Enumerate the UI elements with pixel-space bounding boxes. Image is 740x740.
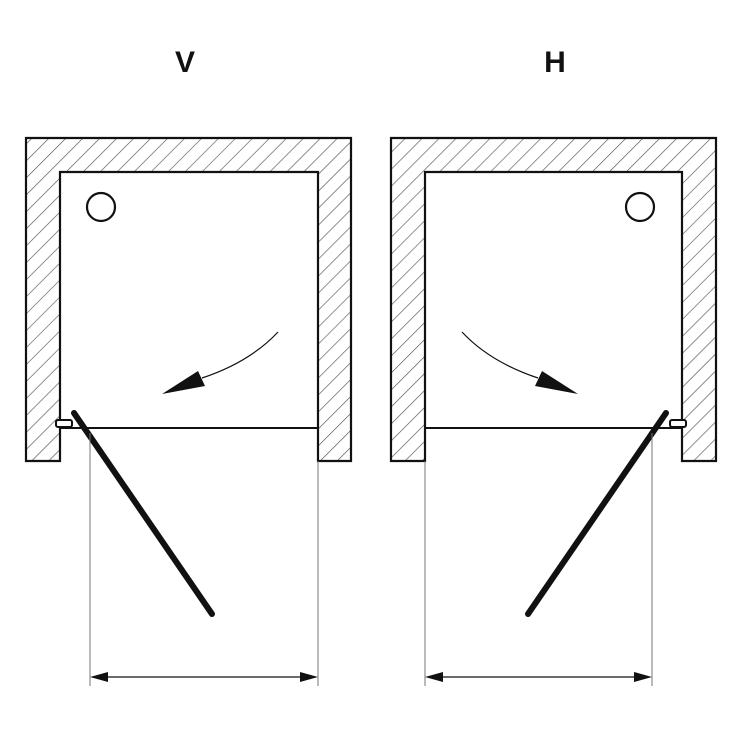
drain-icon [624,191,656,223]
variant-label-h: H [544,46,566,79]
door-panel [71,410,215,617]
arrowhead-icon [162,371,205,394]
diagram-h [389,136,718,686]
arrowhead-icon [535,371,578,394]
hinge-icon [669,419,687,428]
dimension-arrow-left-icon [425,672,443,682]
swing-arc-arrow [461,331,539,379]
wall-hatched-h [389,136,718,463]
dimension-arrow-left-icon [90,672,108,682]
wall-hatched-v [24,136,353,463]
swing-arc-arrow [201,331,279,379]
door-panel [525,410,669,617]
variant-label-v: V [174,46,195,79]
drain-icon [85,191,117,223]
hinge-icon [55,419,73,428]
dimension-arrow-right-icon [300,672,318,682]
dimension-arrow-right-icon [634,672,652,682]
diagram-v [24,136,353,686]
